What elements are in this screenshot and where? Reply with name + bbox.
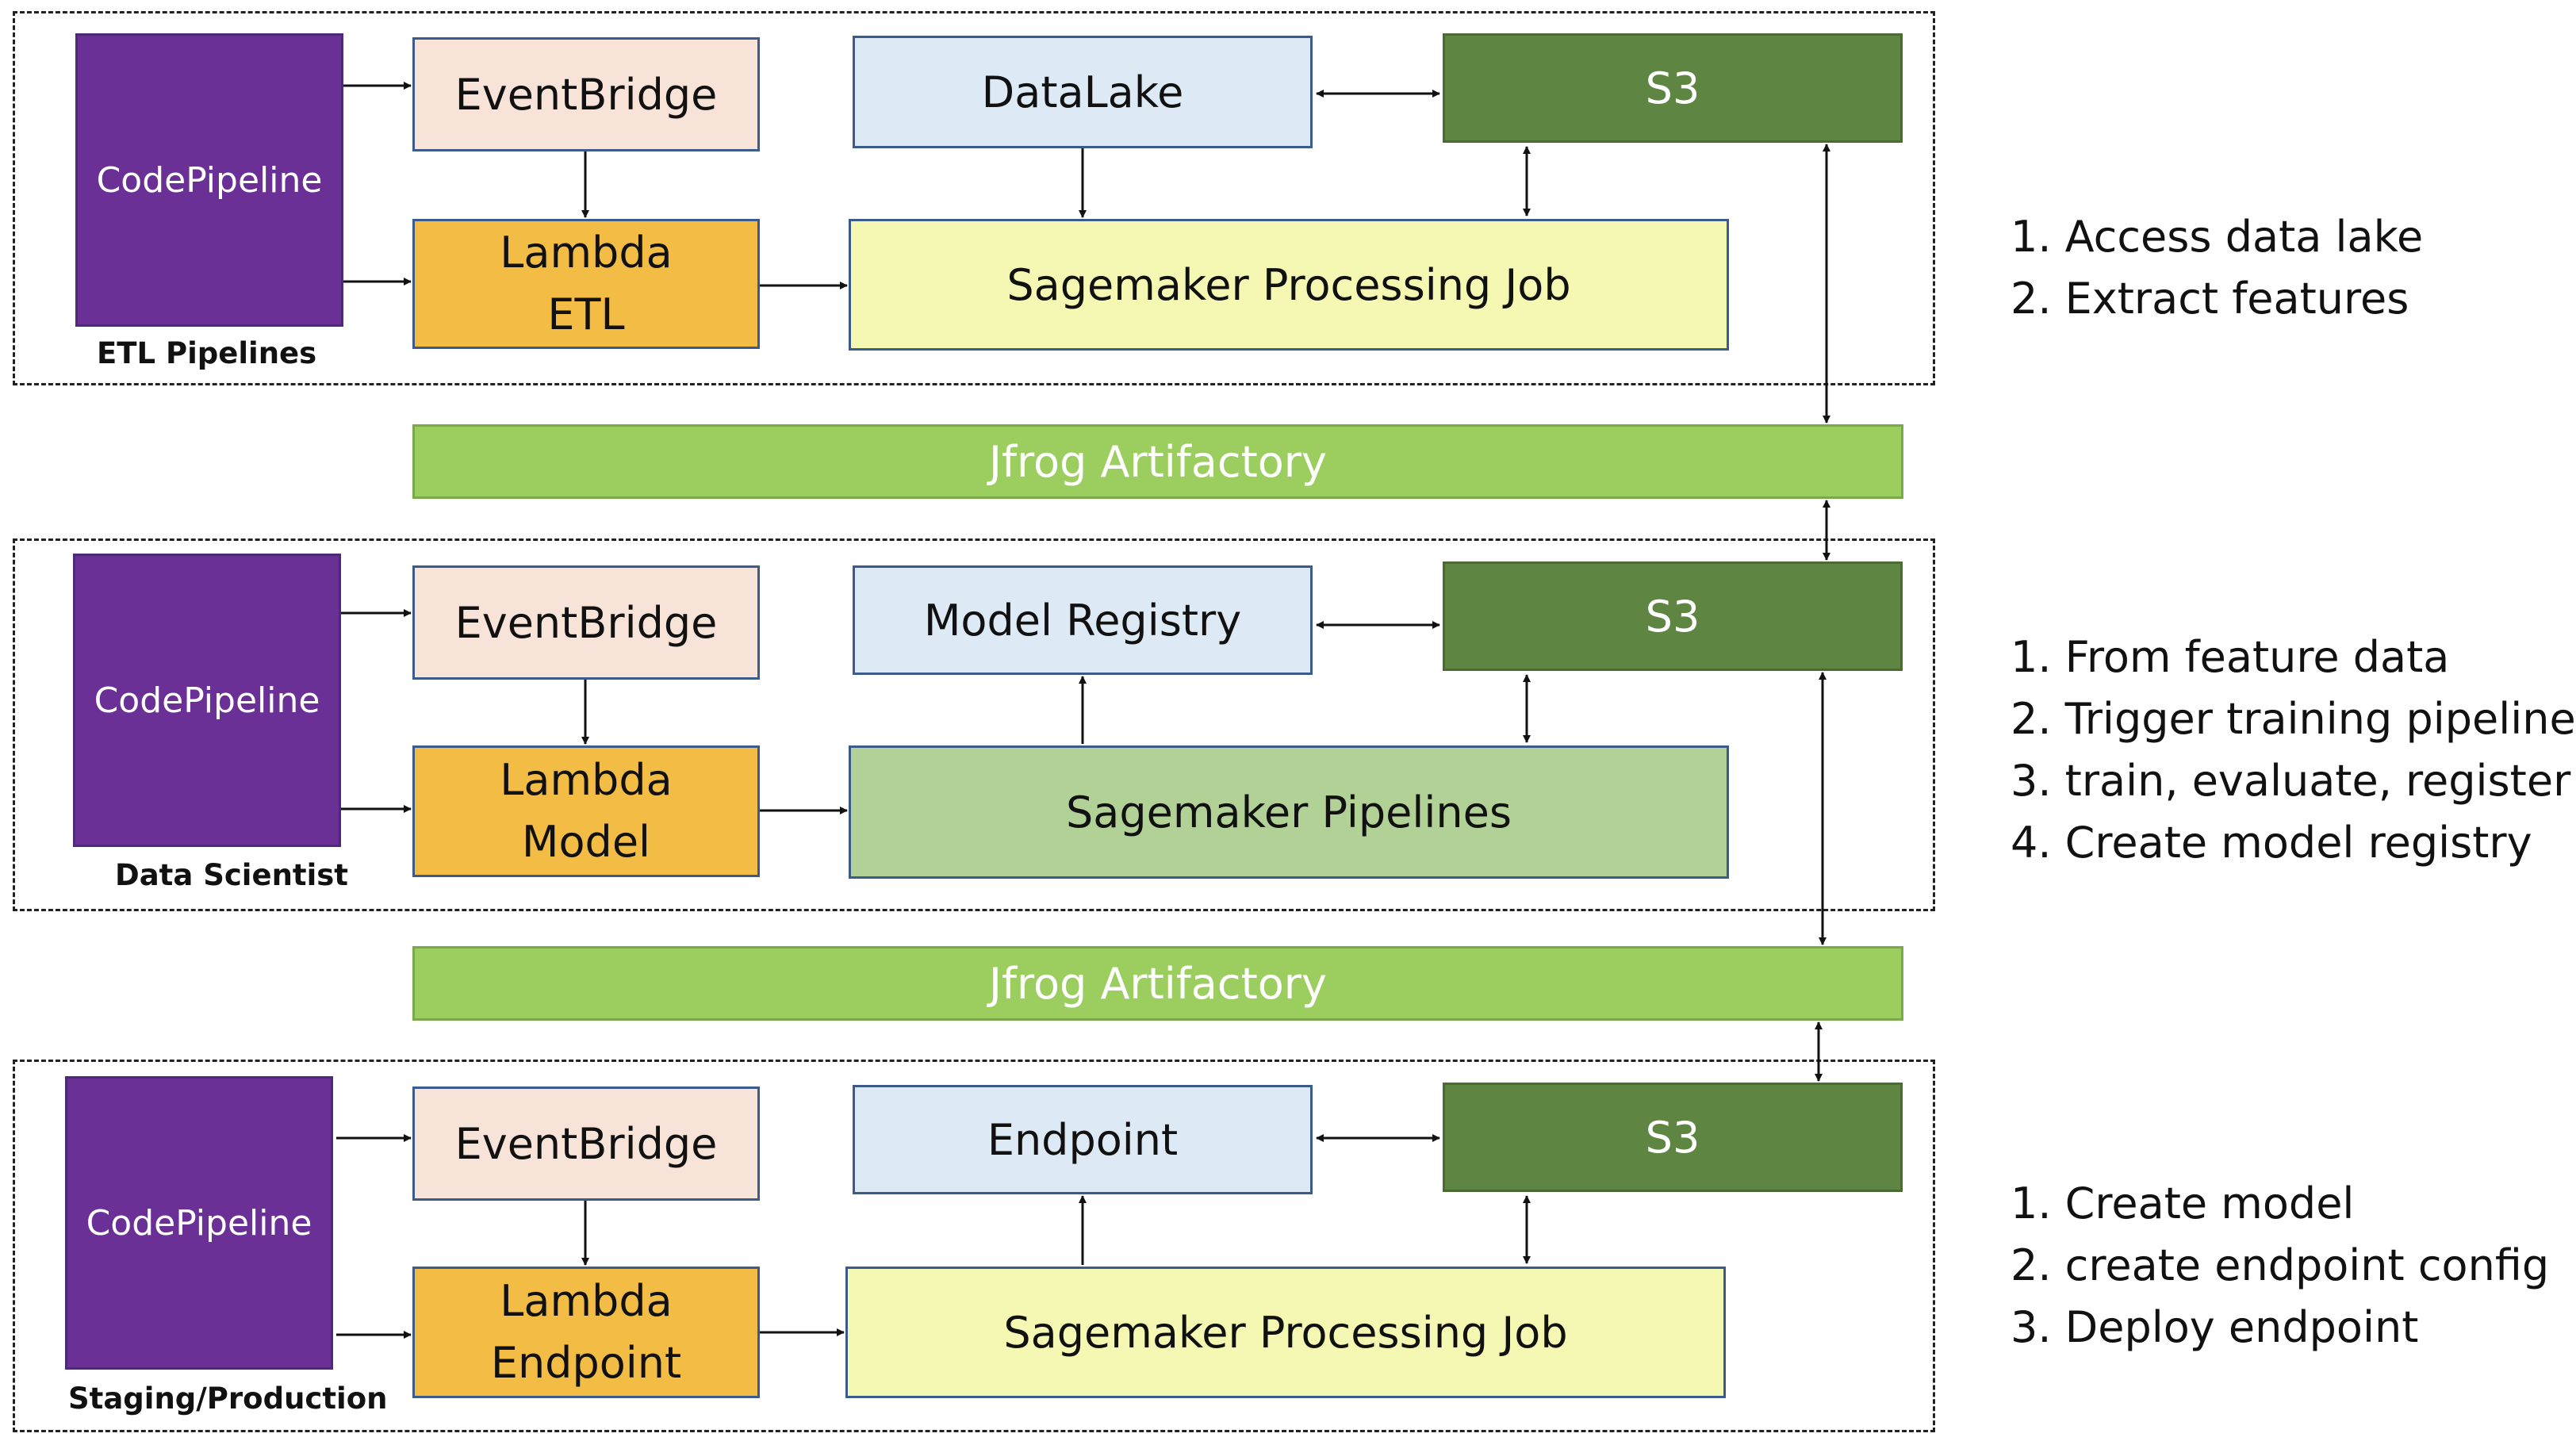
staging-production-notes: 1. Create model 2. create endpoint confi… xyxy=(2011,1173,2549,1359)
staging-production-label: Staging/Production xyxy=(68,1382,388,1416)
eventbridge-etl-box: EventBridge xyxy=(412,37,760,151)
endpoint-label: Endpoint xyxy=(987,1114,1179,1165)
endpoint-box: Endpoint xyxy=(853,1085,1313,1194)
etl-notes: 1. Access data lake 2. Extract features xyxy=(2011,206,2423,330)
eventbridge-prod-box: EventBridge xyxy=(412,1086,760,1201)
prod-note-1: 1. Create model xyxy=(2011,1178,2355,1228)
ds-note-2: 2. Trigger training pipeline xyxy=(2011,694,2576,744)
sagemaker-processing-job-prod-label: Sagemaker Processing Job xyxy=(1003,1307,1568,1358)
data-scientist-notes: 1. From feature data 2. Trigger training… xyxy=(2011,627,2576,874)
s3-prod-label: S3 xyxy=(1645,1112,1700,1163)
codepipeline-etl-label: CodePipeline xyxy=(96,159,323,201)
codepipeline-prod-box: CodePipeline xyxy=(65,1076,333,1370)
lambda-etl-label-line1: Lambda xyxy=(500,228,673,278)
sagemaker-processing-job-etl-label: Sagemaker Processing Job xyxy=(1006,259,1571,310)
etl-pipelines-label: ETL Pipelines xyxy=(97,336,317,370)
lambda-etl-label-line2: ETL xyxy=(547,289,625,339)
eventbridge-etl-label: EventBridge xyxy=(454,69,718,120)
etl-note-2: 2. Extract features xyxy=(2011,274,2409,324)
data-scientist-frame xyxy=(13,538,1935,911)
lambda-endpoint-label-line1: Lambda xyxy=(500,1276,673,1326)
model-registry-box: Model Registry xyxy=(853,565,1313,675)
s3-ds-label: S3 xyxy=(1645,591,1700,642)
staging-production-frame xyxy=(13,1060,1935,1432)
lambda-etl-box: Lambda ETL xyxy=(412,219,760,349)
jfrog-artifactory-label-2: Jfrog Artifactory xyxy=(989,958,1327,1009)
s3-etl-label: S3 xyxy=(1645,63,1700,113)
jfrog-artifactory-label-1: Jfrog Artifactory xyxy=(989,436,1327,487)
lambda-endpoint-label-line2: Endpoint xyxy=(490,1338,682,1388)
prod-note-3: 3. Deploy endpoint xyxy=(2011,1302,2419,1352)
jfrog-artifactory-bar-2: Jfrog Artifactory xyxy=(412,946,1903,1021)
codepipeline-prod-label: CodePipeline xyxy=(86,1202,312,1244)
etl-pipelines-frame xyxy=(13,11,1935,385)
jfrog-artifactory-bar-1: Jfrog Artifactory xyxy=(412,424,1903,499)
sagemaker-processing-job-etl-box: Sagemaker Processing Job xyxy=(849,219,1729,351)
lambda-model-label-line1: Lambda xyxy=(500,755,673,805)
lambda-model-box: Lambda Model xyxy=(412,745,760,877)
prod-note-2: 2. create endpoint config xyxy=(2011,1240,2550,1290)
sagemaker-pipelines-label: Sagemaker Pipelines xyxy=(1066,787,1512,837)
eventbridge-ds-box: EventBridge xyxy=(412,565,760,680)
s3-prod-box: S3 xyxy=(1443,1083,1903,1192)
s3-etl-box: S3 xyxy=(1443,33,1903,143)
eventbridge-prod-label: EventBridge xyxy=(454,1118,718,1169)
etl-note-1: 1. Access data lake xyxy=(2011,212,2424,262)
data-scientist-label: Data Scientist xyxy=(115,858,348,892)
codepipeline-ds-label: CodePipeline xyxy=(94,680,320,721)
sagemaker-pipelines-box: Sagemaker Pipelines xyxy=(849,745,1729,879)
datalake-box: DataLake xyxy=(853,36,1313,148)
lambda-model-label-line2: Model xyxy=(521,817,651,867)
s3-ds-box: S3 xyxy=(1443,561,1903,671)
ds-note-3: 3. train, evaluate, register xyxy=(2011,756,2571,806)
lambda-endpoint-box: Lambda Endpoint xyxy=(412,1267,760,1398)
sagemaker-processing-job-prod-box: Sagemaker Processing Job xyxy=(845,1267,1726,1398)
codepipeline-etl-box: CodePipeline xyxy=(75,33,343,327)
datalake-label: DataLake xyxy=(981,67,1184,117)
model-registry-label: Model Registry xyxy=(923,595,1242,646)
codepipeline-ds-box: CodePipeline xyxy=(73,554,341,847)
ds-note-1: 1. From feature data xyxy=(2011,632,2450,682)
eventbridge-ds-label: EventBridge xyxy=(454,597,718,648)
ds-note-4: 4. Create model registry xyxy=(2011,818,2532,868)
